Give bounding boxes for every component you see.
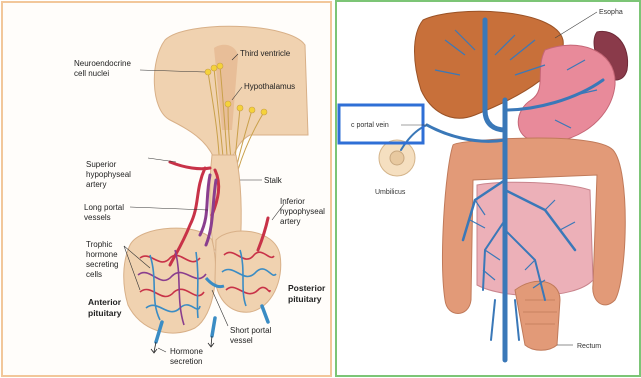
pituitary-diagram-panel: Neuroendocrine cell nuclei Third ventric… [0, 0, 333, 378]
pituitary-diagram: Neuroendocrine cell nuclei Third ventric… [0, 0, 333, 378]
anterior-pituitary-shape [124, 228, 216, 333]
label-esophagus: Esopha [599, 9, 623, 16]
label-third-ventricle: Third ventricle [240, 49, 291, 58]
label-hypothalamus: Hypothalamus [244, 82, 295, 91]
label-hormone-secretion: Hormone secretion [170, 347, 205, 366]
label-stalk: Stalk [264, 176, 283, 185]
label-rectum: Rectum [577, 343, 601, 350]
umbilicus-inner [390, 151, 404, 165]
small-intestine [477, 182, 593, 295]
label-umbilicus: Umbilicus [375, 189, 406, 196]
hepatic-portal-diagram: Esopha c portal vein Umbilicus Rectum [335, 0, 641, 378]
portal-system-panel: Esopha c portal vein Umbilicus Rectum [335, 0, 641, 378]
label-portal-vein: c portal vein [351, 122, 389, 129]
label-anterior-pituitary: Anterior pituitary [88, 297, 123, 318]
